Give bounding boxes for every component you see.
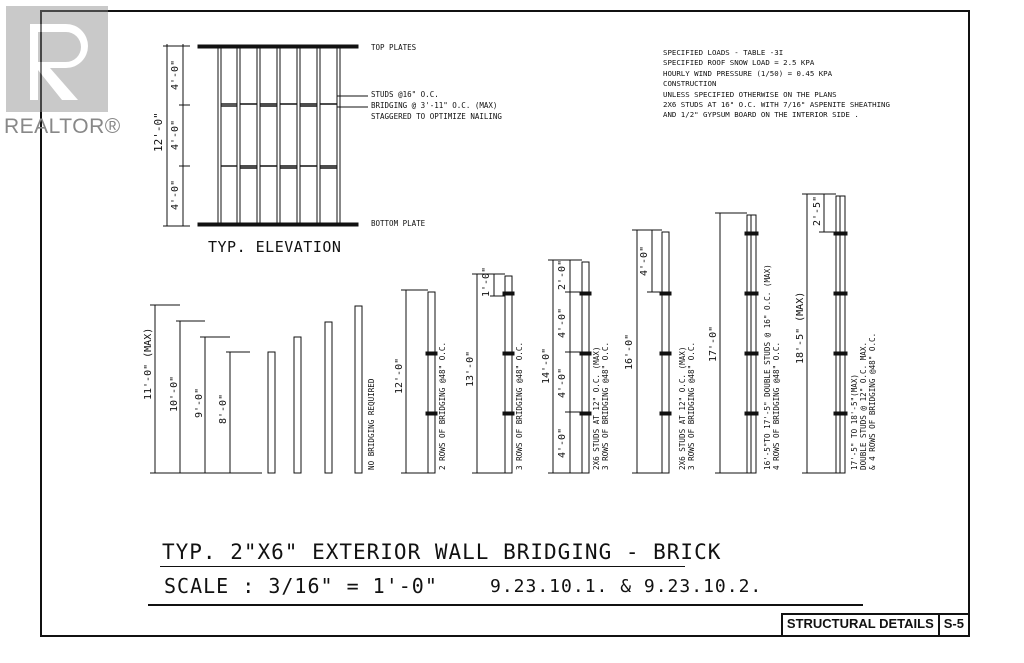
wall-18-top-dim: 2'-5": [812, 195, 823, 226]
drawing-title: TYP. 2"X6" EXTERIOR WALL BRIDGING - BRIC…: [162, 540, 722, 564]
elevation-segment-dim-top: 4'-0": [170, 59, 181, 90]
wall-16-note-1: 2X6 STUDS AT 12" O.C. (MAX): [678, 346, 687, 470]
wall-14-note-1: 2X6 STUDS AT 12" O.C. (MAX): [592, 346, 601, 470]
wall-14-note-2: 3 ROWS OF BRIDGING @48" O.C.: [601, 341, 610, 470]
realtor-r-logo-icon: [6, 6, 108, 112]
stagger-label: STAGGERED TO OPTIMIZE NAILING: [371, 112, 502, 121]
wall-14-segment-4: 4'-0": [557, 427, 568, 458]
height-9ft-label: 9'-0": [194, 387, 205, 418]
height-14ft-label: 14'-0": [541, 347, 552, 384]
elevation-segment-dim-middle: 4'-0": [170, 119, 181, 150]
note-line: HOURLY WIND PRESSURE (1/50) = 0.45 KPA: [663, 68, 833, 78]
height-18ft-label: 18'-5" (MAX): [795, 291, 806, 364]
wall-12-note: 2 ROWS OF BRIDGING @48" O.C.: [438, 341, 447, 470]
height-13ft-label: 13'-0": [465, 350, 476, 387]
scale-underline: [148, 604, 863, 606]
wall-13-top-dim: 1'-0": [481, 266, 492, 297]
wall-14-segment-3: 4'-0": [557, 367, 568, 398]
note-line: CONSTRUCTION: [663, 79, 717, 89]
note-line: 2X6 STUDS AT 16" O.C. WITH 7/16" ASPENIT…: [663, 100, 890, 110]
drawing-sheet: STRUCTURAL DETAILS S-5: [40, 10, 970, 637]
wall-16ft: [632, 229, 672, 474]
no-bridging-note: NO BRIDGING REQUIRED: [367, 378, 376, 470]
wall-14ft: [548, 259, 592, 474]
wall-14-segment-1: 2'-0": [557, 259, 568, 290]
wall-16-note-2: 3 ROWS OF BRIDGING @48" O.C.: [687, 341, 696, 470]
note-line: SPECIFIED ROOF SNOW LOAD = 2.5 KPA: [663, 58, 815, 68]
title-block-label: STRUCTURAL DETAILS: [786, 616, 934, 631]
note-line: AND 1/2" GYPSUM BOARD ON THE INTERIOR SI…: [663, 110, 859, 120]
wall-18ft: [802, 193, 848, 474]
wall-16-top-dim: 4'-0": [639, 245, 650, 276]
wall-18-note-2: DOUBLE STUDS @ 12" O.C. MAX.: [859, 341, 868, 470]
bottom-plate-label: BOTTOM PLATE: [371, 219, 426, 228]
height-8ft-label: 8'-0": [218, 393, 229, 424]
wall-13ft: [472, 273, 515, 474]
title-block: STRUCTURAL DETAILS S-5: [780, 613, 968, 635]
wall-12ft: [401, 289, 438, 474]
note-line: UNLESS SPECIFIED OTHERWISE ON THE PLANS: [663, 89, 837, 99]
height-17ft-label: 17'-0": [708, 325, 719, 362]
height-12ft-label: 12'-0": [394, 357, 405, 394]
bridging-label: BRIDGING @ 3'-11" O.C. (MAX): [371, 101, 498, 110]
elevation-frame: [163, 44, 368, 227]
wall-18-note-1: 17'-5" TO 18'-5"(MAX): [850, 373, 859, 470]
wall-group-no-bridging: [150, 304, 363, 474]
elevation-segment-dim-bottom: 4'-0": [170, 179, 181, 210]
top-plates-label: TOP PLATES: [371, 43, 417, 52]
wall-17-note-2: 4 ROWS OF BRIDGING @48" O.C.: [772, 341, 781, 470]
scale-label: SCALE : 3/16" = 1'-0": [164, 574, 438, 598]
sheet-number: S-5: [937, 615, 968, 635]
note-line: SPECIFIED LOADS - TABLE -3I: [663, 48, 784, 57]
studs-label: STUDS @16" O.C.: [371, 90, 439, 99]
wall-14-segment-2: 4'-0": [557, 307, 568, 338]
height-16ft-label: 16'-0": [624, 333, 635, 370]
wall-17ft: [715, 212, 759, 474]
title-underline: [160, 566, 685, 567]
wall-17-note-1: 16'-5"TO 17'-5" DOUBLE STUDS @ 16" O.C. …: [763, 264, 772, 470]
watermark-text: REALTOR®: [4, 115, 121, 138]
code-references: 9.23.10.1. & 9.23.10.2.: [490, 576, 763, 597]
wall-18-note-3: & 4 ROWS OF BRIDGING @48" O.C.: [868, 332, 877, 470]
elevation-overall-dim: 12'-0": [152, 112, 165, 152]
elevation-title: TYP. ELEVATION: [208, 238, 342, 256]
general-notes: SPECIFIED LOADS - TABLE -3I SPECIFIED RO…: [663, 48, 890, 121]
height-11ft-label: 11'-0" (MAX): [143, 327, 154, 400]
height-10ft-label: 10'-0": [169, 375, 180, 412]
wall-13-note: 3 ROWS OF BRIDGING @48" O.C.: [515, 341, 524, 470]
